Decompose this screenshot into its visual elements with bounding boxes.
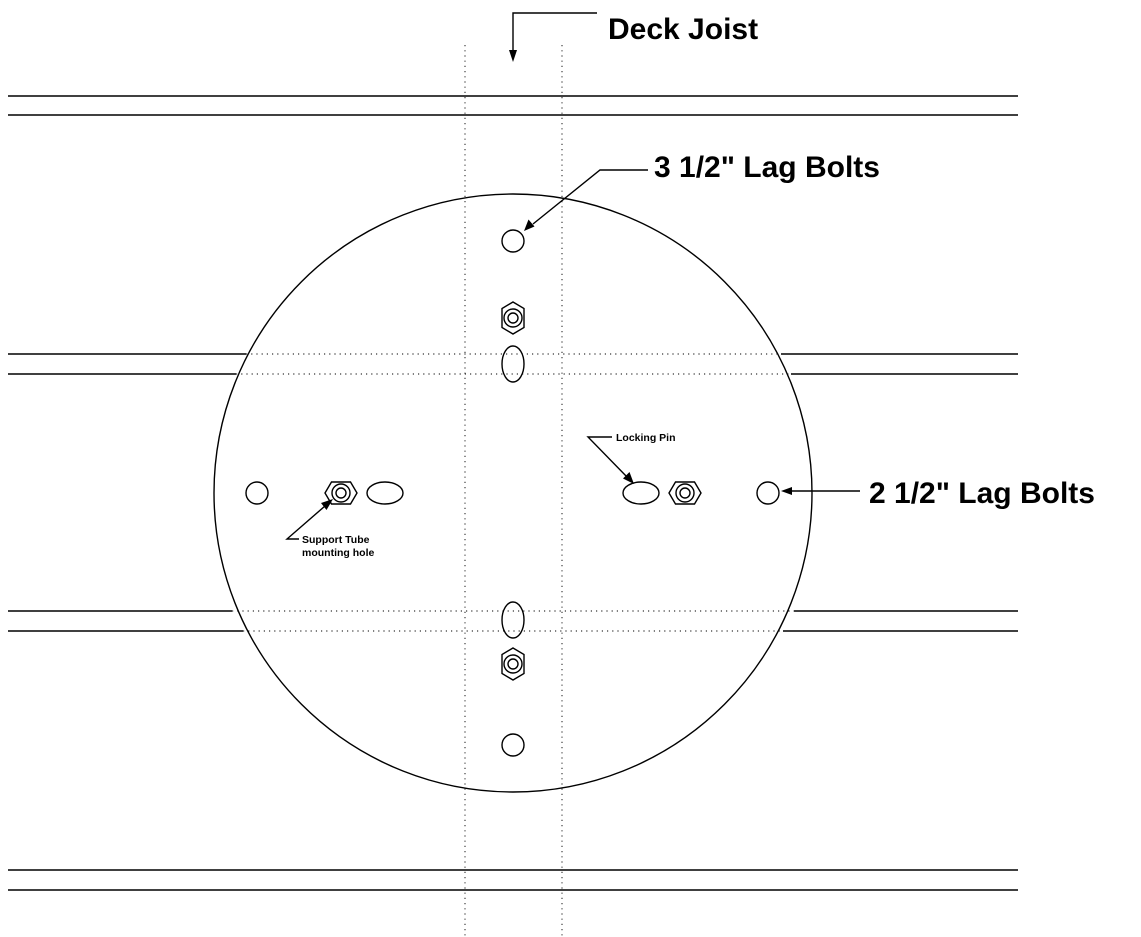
- arrowhead: [321, 499, 333, 510]
- hex-nut-icon: [501, 647, 525, 681]
- support-tube-label-line2: mounting hole: [302, 547, 374, 559]
- deck-joist-label: Deck Joist: [608, 13, 758, 46]
- slot-left: [366, 481, 404, 505]
- deck-joist-leader: [512, 12, 597, 52]
- locking-pin-leader: [586, 436, 629, 479]
- lag-bolt-hole-top: [501, 229, 525, 253]
- lag-bolt-hole-left: [245, 481, 269, 505]
- arrowhead: [623, 472, 634, 484]
- arrowhead: [781, 487, 792, 495]
- hex-nut-icon: [324, 481, 358, 505]
- leaders: [285, 12, 860, 540]
- lag-bolt-hole-bottom: [501, 733, 525, 757]
- support-tube-label-line1: Support Tube: [302, 534, 370, 546]
- lag-bolts-3-5-leader: [532, 169, 648, 225]
- slot-bottom: [501, 601, 525, 639]
- lag-bolt-holes: [245, 229, 780, 757]
- lag-bolts-3-5-label: 3 1/2" Lag Bolts: [654, 151, 880, 184]
- hidden-lines: [232, 45, 794, 937]
- support-tube-leader: [285, 505, 326, 540]
- arrowhead: [509, 50, 517, 62]
- locking-pin-slot: [622, 481, 660, 505]
- lag-bolt-hole-right: [756, 481, 780, 505]
- slot-top: [501, 345, 525, 383]
- deck-boards: [8, 95, 1018, 891]
- hex-nut-icon: [668, 481, 702, 505]
- arrowhead: [524, 219, 535, 231]
- hex-nuts: [324, 301, 702, 681]
- lag-bolts-2-5-label: 2 1/2" Lag Bolts: [869, 477, 1095, 510]
- arrowheads: [321, 50, 792, 510]
- hex-nut-icon: [501, 301, 525, 335]
- mounting-plate: [213, 193, 813, 793]
- locking-pin-label: Locking Pin: [616, 432, 676, 444]
- slots: [366, 345, 660, 639]
